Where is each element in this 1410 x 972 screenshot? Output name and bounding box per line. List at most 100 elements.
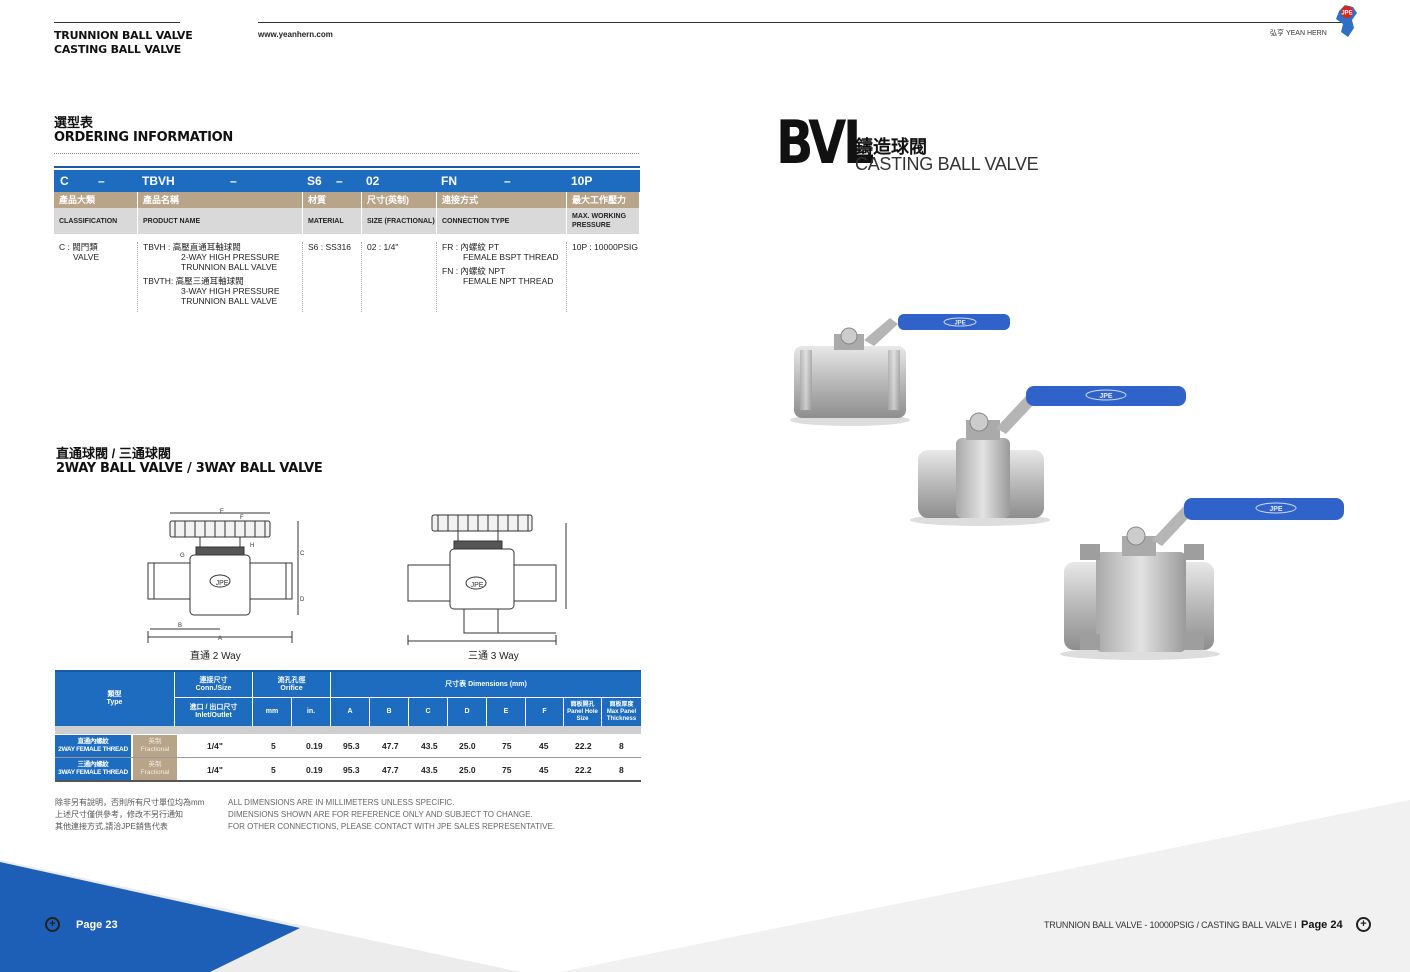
th-inlet-cn: 進口 / 出口尺寸 bbox=[189, 704, 238, 711]
page-number-left: Page 23 bbox=[76, 919, 118, 931]
product-tbvth-desc2: TRUNNION BALL VALVE bbox=[181, 296, 278, 306]
plus-icon: + bbox=[1360, 918, 1367, 930]
product-tbvth-desc1: 3-WAY HIGH PRESSURE bbox=[181, 286, 280, 296]
section-title-cn: 直通球閥 / 三通球閥 bbox=[56, 446, 171, 461]
th-type-en: Type bbox=[106, 699, 123, 706]
note-cn-line: 除非另有說明，否則所有尺寸單位均為mm bbox=[55, 798, 205, 807]
cell-pressure: 10P : 10000PSIG bbox=[572, 242, 639, 252]
cell-in: 0.19 bbox=[306, 765, 323, 775]
header-title-line2: CASTING BALL VALVE bbox=[54, 43, 182, 56]
th-conn: 連接尺寸 Conn./Size bbox=[175, 672, 253, 698]
handle-mark: JPE bbox=[1269, 506, 1283, 513]
ordering-title-cn: 選型表 bbox=[54, 115, 94, 130]
handle-mark: JPE bbox=[954, 321, 965, 327]
product-code: BVL bbox=[776, 108, 874, 178]
th-material-en: MATERIAL bbox=[303, 208, 362, 234]
footer-caption: TRUNNION BALL VALVE - 10000PSIG / CASTIN… bbox=[1044, 920, 1297, 930]
th-size-cn: 尺寸(英制) bbox=[362, 192, 437, 208]
product-photos: JPE JPE JPE bbox=[790, 314, 1344, 660]
classification-code: C : 閥門類 bbox=[59, 242, 98, 252]
cell-d: 25.0 bbox=[459, 765, 476, 775]
dim-letter-g: G bbox=[180, 553, 185, 559]
cell-f: 45 bbox=[539, 741, 549, 751]
dim-letter-e: E bbox=[220, 509, 224, 515]
th-conn-en: Conn./Size bbox=[195, 684, 232, 692]
cell-inlet: 1/4" bbox=[207, 765, 223, 775]
th-pressure-cn: 最大工作壓力 bbox=[567, 192, 640, 208]
cell-mm: 5 bbox=[271, 741, 276, 751]
th-classification-en: CLASSIFICATION bbox=[54, 208, 138, 234]
code-pressure: 10P bbox=[571, 174, 593, 188]
logo-text: JPE bbox=[1341, 11, 1352, 17]
th-orifice-en: Orifice bbox=[280, 684, 303, 692]
ordering-body-row: C : 閥門類 VALVE TBVH : 高壓直通耳軸球閥 2-WAY HIGH… bbox=[54, 234, 640, 312]
cell-f: 45 bbox=[539, 765, 549, 775]
cell-a: 95.3 bbox=[343, 765, 360, 775]
notes-en: ALL DIMENSIONS ARE IN MILLIMETERS UNLESS… bbox=[228, 797, 555, 833]
dim-letter-f: F bbox=[240, 515, 244, 521]
cell-panel-hole: 22.2 bbox=[575, 765, 592, 775]
connection-fr-desc: FEMALE BSPT THREAD bbox=[463, 252, 559, 262]
th-product-en: PRODUCT NAME bbox=[138, 208, 303, 234]
cell-d: 25.0 bbox=[459, 741, 476, 751]
th-connection-cn: 連接方式 bbox=[437, 192, 567, 208]
valve-photo-1: JPE bbox=[790, 314, 1010, 426]
cell-panel-hole: 22.2 bbox=[575, 741, 592, 751]
valve-photo-2: JPE bbox=[910, 386, 1186, 526]
header-brand: 弘亨 YEAN HERN bbox=[1270, 30, 1327, 37]
header-rule-main bbox=[258, 22, 1342, 23]
dim-letter-a: A bbox=[218, 636, 222, 642]
ordering-en-header-row: CLASSIFICATION PRODUCT NAME MATERIAL SIZ… bbox=[54, 208, 640, 234]
th-dimensions: 尺寸表 Dimensions (mm) bbox=[331, 672, 641, 698]
code-connection: FN bbox=[441, 174, 457, 188]
cell-classification: C : 閥門類 VALVE bbox=[54, 242, 138, 312]
cell-material: S6 : SS316 bbox=[303, 242, 362, 312]
page-number-right: Page 24 bbox=[1301, 919, 1343, 931]
ordering-cn-header-row: 產品大類 產品名稱 材質 尺寸(英制) 連接方式 最大工作壓力 bbox=[54, 192, 640, 208]
dimension-table: 類型 Type 連接尺寸 Conn./Size 流孔孔徑 Orifice 尺寸表… bbox=[55, 670, 641, 782]
th-size-en: SIZE (FRACTIONAL) bbox=[362, 208, 437, 234]
diagram-2way-label: 直通 2 Way bbox=[190, 651, 241, 662]
th-inlet-en: Inlet/Outlet bbox=[195, 712, 232, 719]
row-type-cn: 三通內螺紋 bbox=[77, 761, 109, 768]
row-fractional-cn: 英制 bbox=[148, 761, 162, 768]
connection-fr: FR : 內螺紋 PT bbox=[442, 242, 500, 252]
th-c: C bbox=[409, 698, 448, 726]
note-cn-line: 其他連接方式,請洽JPE銷售代表 bbox=[55, 822, 168, 831]
row-fractional-cn: 英制 bbox=[148, 737, 162, 745]
th-classification-cn: 產品大類 bbox=[54, 192, 138, 208]
ordering-divider bbox=[54, 153, 639, 154]
th-panel-hole-cn: 面板開孔 bbox=[570, 701, 595, 708]
th-product-cn: 產品名稱 bbox=[138, 192, 303, 208]
code-dash: – bbox=[504, 174, 511, 188]
prev-page-button[interactable]: + bbox=[45, 917, 60, 932]
header-title-line1: TRUNNION BALL VALVE bbox=[54, 29, 193, 42]
code-dash: – bbox=[230, 174, 237, 188]
th-orifice-cn: 流孔孔徑 bbox=[277, 676, 306, 684]
cell-c: 43.5 bbox=[421, 765, 438, 775]
th-e: E bbox=[487, 698, 526, 726]
cell-b: 47.7 bbox=[382, 741, 399, 751]
th-b: B bbox=[370, 698, 409, 726]
row-type-cn: 直通內螺紋 bbox=[77, 737, 109, 745]
code-size: 02 bbox=[366, 174, 380, 188]
note-en-line: ALL DIMENSIONS ARE IN MILLIMETERS UNLESS… bbox=[228, 798, 455, 807]
ordering-table: C – TBVH – S6 – 02 FN – 10P 產品大類 產品名稱 材質… bbox=[54, 166, 640, 312]
note-en-line: DIMENSIONS SHOWN ARE FOR REFERENCE ONLY … bbox=[228, 810, 533, 819]
dimension-table-separator bbox=[55, 726, 641, 734]
header-url-link[interactable]: www.yeanhern.com bbox=[258, 30, 333, 39]
th-inlet: 進口 / 出口尺寸 Inlet/Outlet bbox=[175, 698, 253, 726]
header-rule-left bbox=[54, 22, 180, 23]
th-panel-thickness-cn: 面板厚度 bbox=[609, 701, 634, 708]
diagram-2way-mark: JPE bbox=[216, 580, 229, 587]
next-page-button[interactable]: + bbox=[1356, 917, 1371, 932]
product-tbvh-desc2: TRUNNION BALL VALVE bbox=[181, 262, 278, 272]
cell-product-name: TBVH : 高壓直通耳軸球閥 2-WAY HIGH PRESSURE TRUN… bbox=[138, 242, 303, 312]
row-type-en: 2WAY FEMALE THREAD bbox=[58, 745, 128, 753]
th-type: 類型 Type bbox=[55, 672, 175, 726]
